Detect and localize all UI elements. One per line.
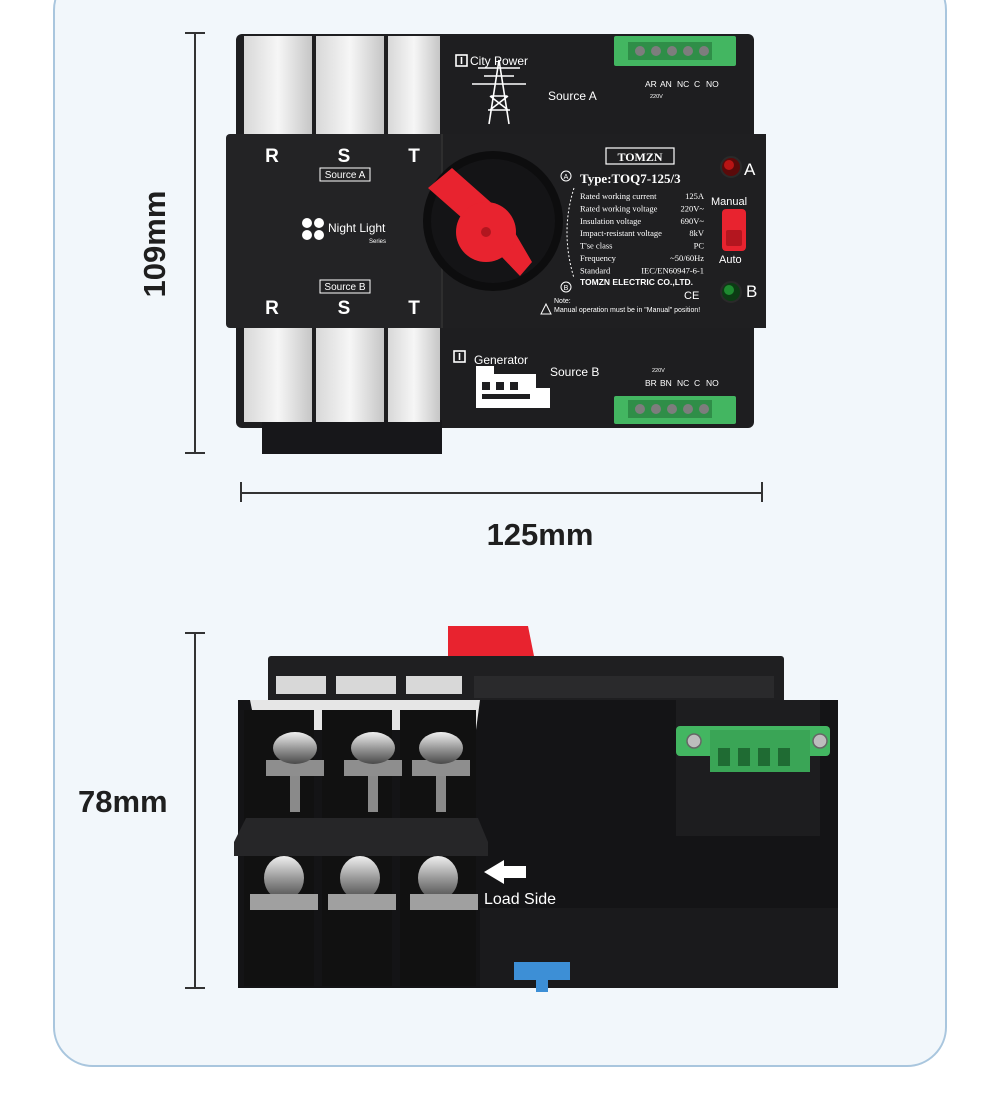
top-screws (266, 732, 470, 812)
series-name: Night Light (328, 221, 386, 235)
term-b-no: NO (706, 378, 719, 388)
dim-depth-bottom-tick (185, 987, 205, 989)
badge-source-a: Source A (325, 170, 366, 181)
term-b-sub: 220V (652, 368, 665, 374)
spec-value: 8kV (689, 228, 705, 238)
generator-label: Generator (474, 353, 528, 367)
series-sub: Series (369, 239, 386, 245)
dim-width-line (240, 492, 762, 494)
side-terminal-block (676, 726, 830, 772)
company-name: TOMZN ELECTRIC CO.,LTD. (580, 277, 693, 287)
dim-depth-line (194, 632, 196, 988)
phase-s-top: S (338, 146, 351, 167)
spec-key: T'se class (580, 241, 612, 251)
mode-auto: Auto (719, 254, 742, 266)
ce-mark: CE (684, 290, 699, 302)
indicator-b-label: B (746, 282, 757, 301)
indicator-a-label: A (744, 160, 756, 179)
pos-b-marker: B (564, 285, 569, 292)
pos-a-marker: A (564, 174, 569, 181)
load-side-arrow-icon (484, 860, 526, 884)
note-label: Note: (554, 298, 571, 305)
spec-key: Rated working current (580, 191, 657, 201)
term-b-nc: NC (677, 378, 689, 388)
spec-value: PC (694, 241, 705, 251)
phase-r-bottom: R (265, 298, 279, 319)
side-view-device: Load Side (234, 626, 838, 992)
spec-value: 125A (685, 191, 705, 201)
phase-t-top: T (408, 146, 420, 167)
spec-key: Rated working voltage (580, 203, 658, 213)
terminal-block-b (614, 396, 736, 424)
tower-icon (455, 54, 526, 125)
phase-t-bottom: T (408, 298, 420, 319)
spec-key: Frequency (580, 253, 617, 263)
load-side-label: Load Side (484, 891, 556, 908)
term-a-an: AN (660, 79, 672, 89)
term-a-c: C (694, 79, 700, 89)
source-b-label: Source B (550, 365, 599, 379)
spec-value: 220V~ (681, 203, 705, 213)
term-b-c: C (694, 378, 700, 388)
spec-key: Standard (580, 265, 611, 275)
spec-key: Impact-resistant voltage (580, 228, 662, 238)
term-b-br: BR (645, 378, 657, 388)
phase-s-bottom: S (338, 298, 351, 319)
spec-key: Insulation voltage (580, 216, 641, 226)
spec-value: 690V~ (681, 216, 705, 226)
phase-r-top: R (265, 146, 279, 167)
dim-width-label: 125mm (486, 517, 594, 552)
dim-depth-label: 78mm (78, 784, 168, 819)
night-light-logo (302, 218, 324, 240)
generator-icon (453, 350, 550, 408)
term-a-no: NO (706, 79, 719, 89)
term-a-sub: 220V (650, 94, 663, 100)
source-a-label: Source A (548, 89, 597, 103)
front-view-device: R S T R S T Source A Source B Night Ligh… (226, 34, 766, 454)
note-text: Manual operation must be in "Manual" pos… (554, 307, 700, 314)
term-a-ar: AR (645, 79, 657, 89)
dim-bottom-tick (185, 452, 205, 454)
brand-logo: TOMZN (617, 150, 662, 164)
badge-source-b: Source B (324, 282, 365, 293)
dim-right-tick (761, 482, 763, 502)
mode-manual: Manual (711, 196, 747, 208)
spec-value: IEC/EN60947-6-1 (641, 265, 704, 275)
city-power-label: City Power (470, 54, 528, 68)
term-b-bn: BN (660, 378, 672, 388)
bottom-screws (250, 856, 478, 910)
spec-value: ~50/60Hz (670, 253, 704, 263)
term-a-nc: NC (677, 79, 689, 89)
terminal-block-a (614, 36, 736, 66)
type-label: Type:TOQ7-125/3 (580, 171, 681, 186)
dim-height-line (194, 32, 196, 453)
rotary-handle (428, 168, 532, 276)
